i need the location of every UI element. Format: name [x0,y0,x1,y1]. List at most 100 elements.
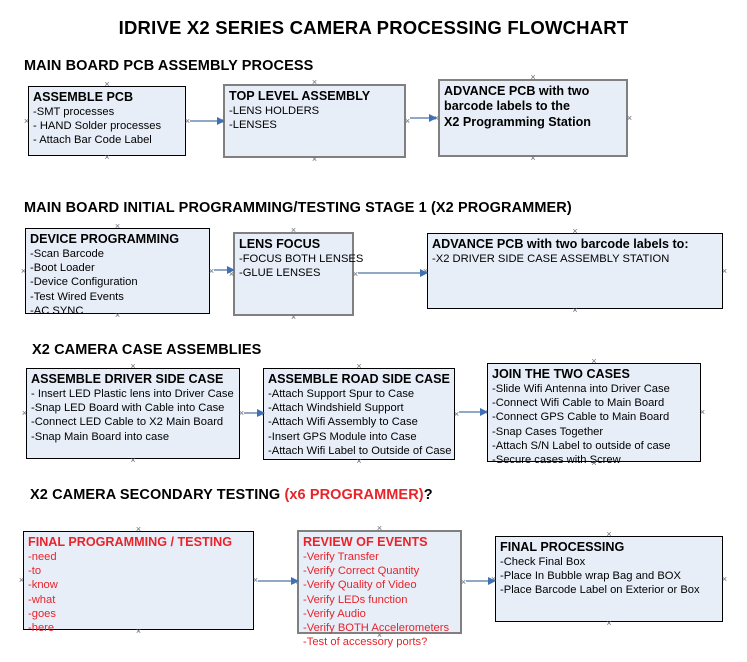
section-heading-x2-camera-secondary-testing: X2 CAMERA SECONDARY TESTING (x6 PROGRAMM… [30,487,433,503]
resize-handle-icon[interactable]: × [721,573,728,584]
resize-handle-icon[interactable]: × [572,225,578,236]
process-box-line: -Verify Transfer [303,551,379,563]
process-box-body: ASSEMBLE DRIVER SIDE CASE- Insert LED Pl… [31,372,237,444]
process-box-line: -Secure cases with Screw [492,454,621,467]
process-box-body: ADVANCE PCB with two barcode labels to:-… [432,237,720,266]
resize-handle-icon[interactable]: × [356,456,362,466]
resize-handle-icon[interactable]: × [591,458,597,468]
resize-handle-icon[interactable]: × [252,575,259,585]
flow-arrow-connector[interactable] [214,265,235,274]
process-box-line: -Boot Loader [30,262,95,275]
resize-handle-icon[interactable]: × [530,153,536,163]
process-box-assemble-driver-side-case[interactable]: ASSEMBLE DRIVER SIDE CASE- Insert LED Pl… [26,368,240,459]
process-box-line: -GLUE LENSES [239,267,321,280]
resize-handle-icon[interactable]: × [699,407,706,417]
resize-handle-icon[interactable]: × [135,523,142,534]
resize-handle-icon[interactable]: × [591,355,597,366]
process-box-line: -Verify Correct Quantity [303,565,420,578]
process-box-line: -Insert GPS Module into Case [268,430,417,443]
process-box-line: -Verify Audio [303,607,366,620]
process-box-advance-pcb-to-driver-side-case-station[interactable]: ADVANCE PCB with two barcode labels to:-… [427,233,723,309]
resize-handle-icon[interactable]: × [626,112,633,123]
resize-handle-icon[interactable]: × [290,312,297,322]
resize-handle-icon[interactable]: × [311,154,318,164]
process-box-line: -Place In Bubble wrap Bag and BOX [500,570,681,583]
process-box-lens-focus[interactable]: LENS FOCUS-FOCUS BOTH LENSES-GLUE LENSES [233,232,363,316]
process-box-review-of-events[interactable]: REVIEW OF EVENTS-Verify Transfer-Verify … [297,530,462,648]
resize-handle-icon[interactable]: × [404,115,411,126]
process-box-line: -Verify BOTH Accelerometers [303,622,450,635]
flow-arrow-connector[interactable] [459,407,488,416]
resize-handle-icon[interactable]: × [311,76,318,87]
process-box-body: DEVICE PROGRAMMING-Scan Barcode-Boot Loa… [30,232,207,318]
resize-handle-icon[interactable]: × [20,265,27,276]
resize-handle-icon[interactable]: × [114,310,121,320]
process-box-line: -Snap Cases Together [492,425,604,438]
process-box-join-the-two-cases[interactable]: JOIN THE TWO CASES -Slide Wifi Antenna in… [487,363,701,466]
flow-arrow-connector[interactable] [258,576,299,585]
process-box-line: -Attach Windshield Support [268,402,404,415]
resize-handle-icon[interactable]: × [135,626,142,636]
process-box-final-programming-testing[interactable]: FINAL PROGRAMMING / TESTING-need-to-know… [23,531,254,634]
flow-arrow-connector[interactable] [358,268,428,277]
resize-handle-icon[interactable]: × [238,408,245,418]
process-box-line: -Device Configuration [30,276,138,289]
section-heading-main-board-pcb-assembly: MAIN BOARD PCB ASSEMBLY PROCESS [24,58,313,74]
flow-arrow-connector[interactable] [244,408,265,417]
process-box-line: X2 Programming Station [444,114,591,129]
resize-handle-icon[interactable]: × [530,71,536,82]
flow-arrow-connector[interactable] [190,116,225,125]
resize-handle-icon[interactable]: × [460,576,467,587]
process-box-device-programming[interactable]: DEVICE PROGRAMMING-Scan Barcode-Boot Loa… [25,228,210,317]
process-box-line: -AC SYNC [30,304,84,317]
process-box-assemble-road-side-case[interactable]: ASSEMBLE ROAD SIDE CASE-Attach Support S… [263,368,455,460]
process-box-title: ADVANCE PCB with two [444,84,590,98]
process-box-top-level-assembly[interactable]: TOP LEVEL ASSEMBLY-LENS HOLDERS-LENSES [223,84,406,158]
resize-handle-icon[interactable]: × [352,268,359,279]
resize-handle-icon[interactable]: × [228,268,235,279]
resize-handle-icon[interactable]: × [21,408,28,418]
resize-handle-icon[interactable]: × [721,265,728,276]
process-box-line: -Snap Main Board into case [31,430,170,443]
process-box-line: -LENS HOLDERS [229,105,320,117]
flow-arrow-connector[interactable] [410,113,437,122]
resize-handle-icon[interactable]: × [23,115,30,126]
resize-handle-icon[interactable]: × [356,360,362,371]
resize-handle-icon[interactable]: × [376,630,383,640]
process-box-title: ASSEMBLE ROAD SIDE CASE [268,372,450,386]
process-box-final-processing[interactable]: FINAL PROCESSING -Check Final Box-Place … [495,536,723,622]
resize-handle-icon[interactable]: × [606,528,612,539]
resize-handle-icon[interactable]: × [130,360,136,371]
resize-handle-icon[interactable]: × [104,78,110,89]
section-heading-main-board-initial-programming: MAIN BOARD INITIAL PROGRAMMING/TESTING S… [24,200,572,216]
process-box-line: -what [28,593,56,606]
process-box-line: -goes [28,607,56,620]
process-box-line: -Snap LED Board with Cable into Case [31,402,225,415]
resize-handle-icon[interactable]: × [114,220,121,231]
process-box-body: FINAL PROGRAMMING / TESTING-need-to-know… [28,535,251,635]
flow-arrow-connector[interactable] [466,576,496,585]
process-box-assemble-pcb[interactable]: ASSEMBLE PCB -SMT processes- HAND Solder… [28,86,186,156]
process-box-line: -SMT processes [33,106,115,118]
section-heading-text: MAIN BOARD PCB ASSEMBLY PROCESS [24,58,314,74]
resize-handle-icon[interactable]: × [290,224,297,235]
resize-handle-icon[interactable]: × [572,305,578,315]
arrowhead-icon [291,576,299,585]
process-box-line: - HAND Solder processes [33,120,162,133]
process-box-line: -Test of accessory ports? [303,636,428,649]
resize-handle-icon[interactable]: × [606,618,612,628]
section-heading-text: X2 CAMERA SECONDARY TESTING [30,487,285,503]
process-box-body: LENS FOCUS-FOCUS BOTH LENSES-GLUE LENSES [239,237,363,280]
resize-handle-icon[interactable]: × [130,455,136,465]
resize-handle-icon[interactable]: × [18,575,25,585]
resize-handle-icon[interactable]: × [184,115,191,126]
process-box-title: JOIN THE TWO CASES [492,367,630,381]
process-box-line: -Verify LEDs function [303,593,408,606]
process-box-line: -Slide Wifi Antenna into Driver Case [492,383,670,395]
resize-handle-icon[interactable]: × [453,408,460,419]
resize-handle-icon[interactable]: × [104,152,110,162]
resize-handle-icon[interactable]: × [208,265,215,276]
resize-handle-icon[interactable]: × [376,522,383,533]
